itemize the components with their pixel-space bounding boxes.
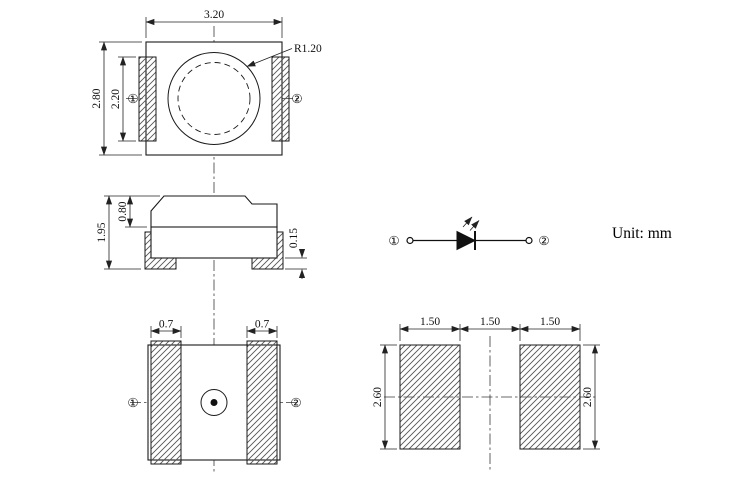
- led-diode-triangle: [456, 230, 477, 251]
- terminal-node-right: [525, 236, 533, 245]
- dimension-height-2-80: 2.80: [91, 41, 142, 156]
- dimension-left-electrode-0-7: 0.7: [150, 319, 182, 338]
- dimension-right-electrode-0-7: 0.7: [246, 319, 278, 338]
- lead-left: [144, 231, 177, 270]
- bottom-view: 0.7 0.7 ① ②: [127, 319, 302, 465]
- dimension-upper-height-0-80: 0.80: [117, 195, 147, 228]
- electrode-right: [246, 340, 278, 465]
- dimension-value: 0.15: [288, 228, 300, 248]
- electrode-left: [138, 56, 157, 142]
- dimension-value: 2.80: [91, 88, 103, 108]
- dimension-lead-thickness-0-15: 0.15: [285, 228, 307, 279]
- dimension-pad-height-right-2-60: 2.60: [582, 344, 600, 450]
- lead-right: [251, 231, 284, 270]
- dimension-value: 0.7: [159, 319, 174, 331]
- solder-pad-right: [519, 344, 581, 450]
- radius-leader-line: [246, 48, 293, 67]
- lens-outer-circle: [167, 52, 261, 145]
- dimension-value: 3.20: [204, 9, 224, 21]
- side-view: 1.95 0.80 0.15: [96, 195, 307, 279]
- light-emission-arrow: [469, 220, 480, 231]
- pin2-label: ②: [290, 395, 301, 410]
- dimension-value: 1.50: [480, 316, 500, 328]
- electrode-left: [150, 340, 182, 465]
- electrode-right: [271, 56, 290, 142]
- dimension-value: 0.7: [255, 319, 270, 331]
- dimension-value: 1.95: [96, 222, 108, 242]
- dimension-value: 2.20: [110, 89, 122, 109]
- pin1-label: ①: [127, 395, 138, 410]
- dimension-value: 1.50: [420, 316, 440, 328]
- lens-inner-dashed-circle: [177, 62, 251, 135]
- light-emission-arrow: [462, 216, 473, 228]
- package-body-outline: [145, 41, 283, 156]
- center-hole-circle: [200, 389, 228, 416]
- pad-layout: 1.50 1.50 1.50 2.60 2.60: [372, 316, 600, 450]
- top-view: 3.20 2.80 2.20 R1.20 ① ②: [91, 9, 322, 156]
- pin1-label: ①: [388, 233, 399, 248]
- dimension-value: 2.60: [582, 387, 594, 407]
- solder-pad-left: [399, 344, 461, 450]
- body-lower-outline: [150, 226, 278, 259]
- dimension-value: 2.60: [372, 387, 384, 407]
- dimension-inner-height-2-20: 2.20: [110, 56, 136, 142]
- center-dot: [210, 399, 218, 406]
- dimension-pad-widths: 1.50 1.50 1.50: [399, 316, 581, 341]
- body-upper-outline: [150, 195, 278, 228]
- dimension-value: 1.50: [540, 316, 560, 328]
- dimension-value: 0.80: [117, 201, 129, 221]
- dimension-radius-r1-20: R1.20: [246, 43, 322, 67]
- dimension-width-3-20: 3.20: [145, 9, 283, 38]
- pin2-label: ②: [291, 91, 302, 106]
- circuit-symbol: ① ②: [388, 216, 550, 251]
- pin2-label: ②: [538, 233, 549, 248]
- unit-label: Unit: mm: [612, 225, 672, 242]
- terminal-node-left: [406, 236, 414, 245]
- dimension-value: R1.20: [294, 43, 322, 55]
- pin1-label: ①: [127, 91, 138, 106]
- dimension-pad-height-left-2-60: 2.60: [372, 344, 397, 450]
